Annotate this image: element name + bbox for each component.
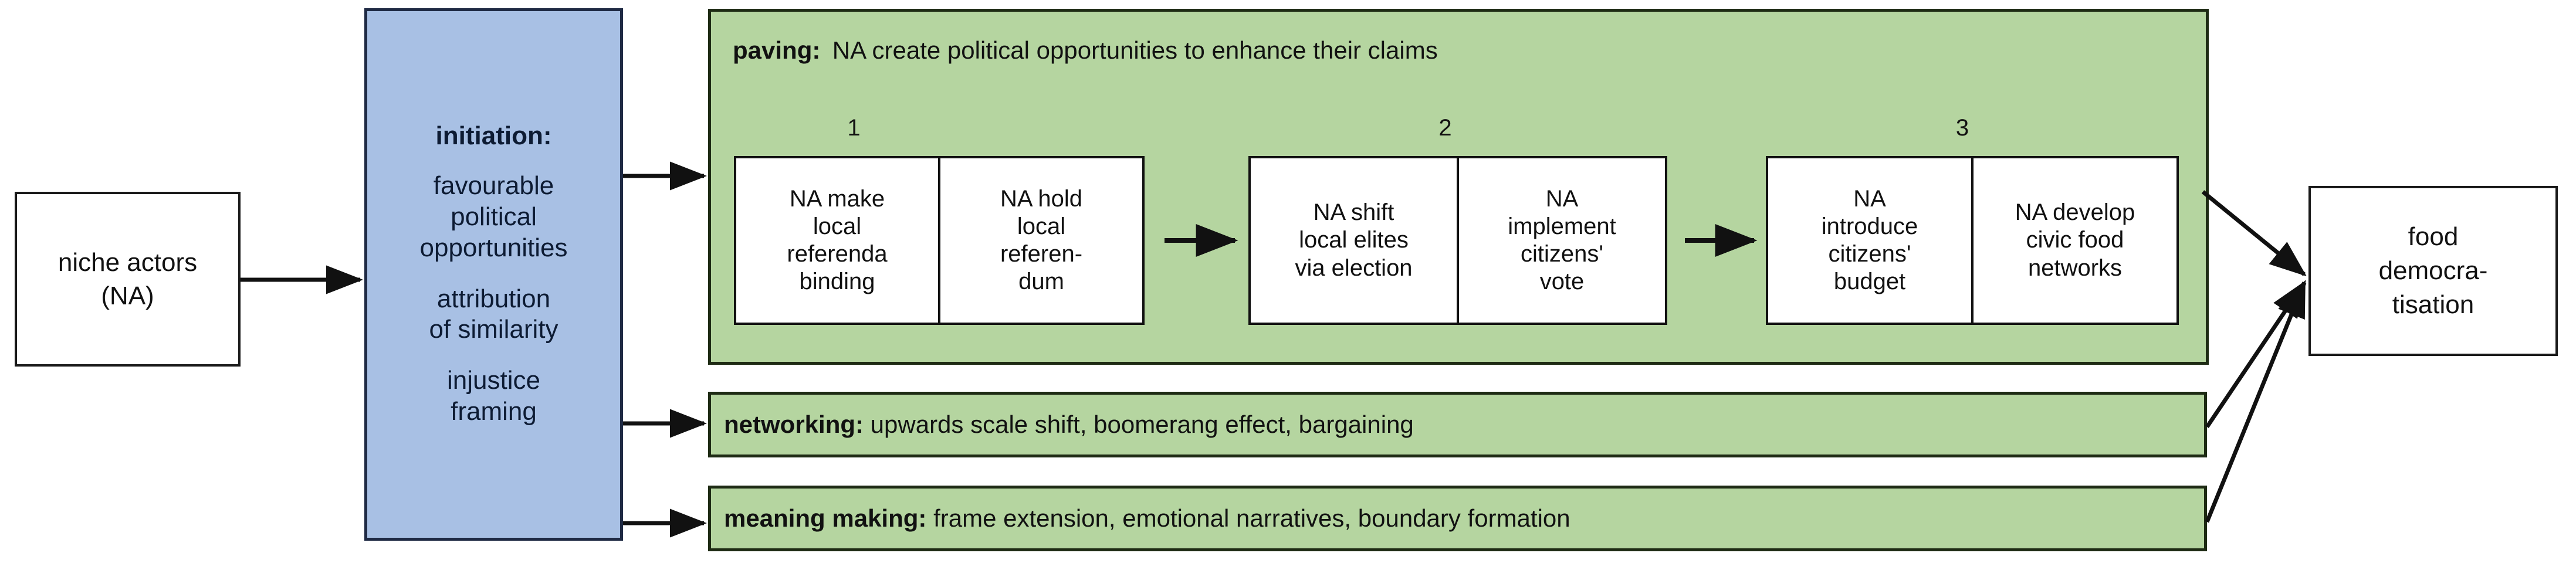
paving-group-1: NA make local referenda binding NA hold … <box>734 156 1145 325</box>
cell-2-2-line-4: vote <box>1539 269 1585 295</box>
cell-1-2-line-4: dum <box>1018 269 1064 295</box>
food-democratisation-line-3: tisation <box>2392 290 2475 320</box>
cell-3-2-line-1: NA develop <box>2015 199 2135 226</box>
paving-group-2-number: 2 <box>1438 115 1452 141</box>
food-democratisation-line-2: democra- <box>2378 256 2488 285</box>
initiation-item-1-line-2: political <box>451 202 537 231</box>
meaning-making-text: meaning making: frame extension, emotion… <box>711 504 1570 533</box>
paving-cell-1-2: NA hold local referen- dum <box>938 158 1142 323</box>
cell-1-1-line-1: NA make <box>789 185 885 212</box>
paving-cell-3-2: NA develop civic food networks <box>1971 158 2176 323</box>
node-food-democratisation-label: food democra- tisation <box>2379 220 2488 322</box>
initiation-item-2-line-1: attribution <box>436 284 551 313</box>
cell-1-1-line-3: referenda <box>787 241 888 267</box>
paving-cell-3-1: NA introduce citizens' budget <box>1768 158 1971 323</box>
cell-3-1-line-3: citizens' <box>1828 241 1911 267</box>
cell-1-2-line-2: local <box>1017 213 1066 239</box>
cell-3-1-line-2: introduce <box>1821 213 1918 239</box>
paving-group-2: NA shift local elites via election NA im… <box>1248 156 1667 325</box>
meaning-making-label: meaning making: <box>724 504 927 532</box>
panel-networking: networking: upwards scale shift, boomera… <box>708 392 2207 457</box>
node-initiation: initiation: favourable political opportu… <box>364 8 623 541</box>
food-democratisation-line-1: food <box>2408 222 2459 251</box>
paving-cell-2-2: NA implement citizens' vote <box>1457 158 1665 323</box>
initiation-item-2-line-2: of similarity <box>429 315 558 344</box>
cell-2-1-line-3: via election <box>1295 255 1413 281</box>
initiation-item-1-line-3: opportunities <box>419 233 568 262</box>
paving-cell-2-1: NA shift local elites via election <box>1251 158 1457 323</box>
initiation-item-attribution-of-similarity: attribution of similarity <box>429 284 558 346</box>
arrow-paving-to-food-democratisation <box>2201 190 2307 277</box>
cell-1-1-line-4: binding <box>799 269 875 295</box>
node-food-democratisation: food democra- tisation <box>2308 186 2558 356</box>
initiation-item-injustice-framing: injustice framing <box>447 365 540 428</box>
paving-group-3: NA introduce citizens' budget NA develop… <box>1766 156 2179 325</box>
cell-1-1-line-2: local <box>813 213 862 239</box>
node-niche-actors-label: niche actors (NA) <box>58 246 197 313</box>
networking-text: networking: upwards scale shift, boomera… <box>711 411 1414 439</box>
paving-group-1-number: 1 <box>847 115 861 141</box>
initiation-item-political-opportunities: favourable political opportunities <box>420 171 568 263</box>
cell-2-2-line-3: citizens' <box>1520 241 1603 267</box>
cell-2-2-line-1: NA <box>1545 185 1579 212</box>
initiation-item-1-line-1: favourable <box>433 171 554 201</box>
paving-cell-1-1: NA make local referenda binding <box>736 158 938 323</box>
cell-2-1-line-2: local elites <box>1299 227 1409 253</box>
niche-actors-line-2: (NA) <box>101 282 154 310</box>
cell-1-2-line-1: NA hold <box>1000 185 1083 212</box>
networking-label: networking: <box>724 411 864 438</box>
paving-description: NA create political opportunities to enh… <box>832 36 1438 64</box>
paving-group-3-number: 3 <box>1955 115 1969 141</box>
networking-description: upwards scale shift, boomerang effect, b… <box>864 411 1414 438</box>
cell-2-1-line-1: NA shift <box>1313 199 1394 226</box>
niche-actors-line-1: niche actors <box>57 247 198 277</box>
node-niche-actors: niche actors (NA) <box>15 192 241 367</box>
initiation-item-3-line-2: framing <box>451 396 537 426</box>
panel-meaning-making: meaning making: frame extension, emotion… <box>708 486 2207 551</box>
paving-header: paving: NA create political opportunitie… <box>733 36 1438 65</box>
initiation-item-3-line-1: injustice <box>447 366 540 395</box>
initiation-title: initiation: <box>435 121 552 151</box>
cell-1-2-line-3: referen- <box>1000 241 1083 267</box>
meaning-making-description: frame extension, emotional narratives, b… <box>926 504 1570 532</box>
paving-label: paving: <box>733 36 821 64</box>
arrow-meaning-making-to-food-democratisation <box>2205 280 2307 523</box>
cell-2-2-line-2: implement <box>1508 213 1616 239</box>
cell-3-1-line-1: NA <box>1853 185 1886 212</box>
arrow-networking-to-food-democratisation <box>2205 280 2306 428</box>
cell-3-1-line-4: budget <box>1833 269 1906 295</box>
cell-3-2-line-3: networks <box>2027 255 2123 281</box>
cell-3-2-line-2: civic food <box>2026 227 2124 253</box>
